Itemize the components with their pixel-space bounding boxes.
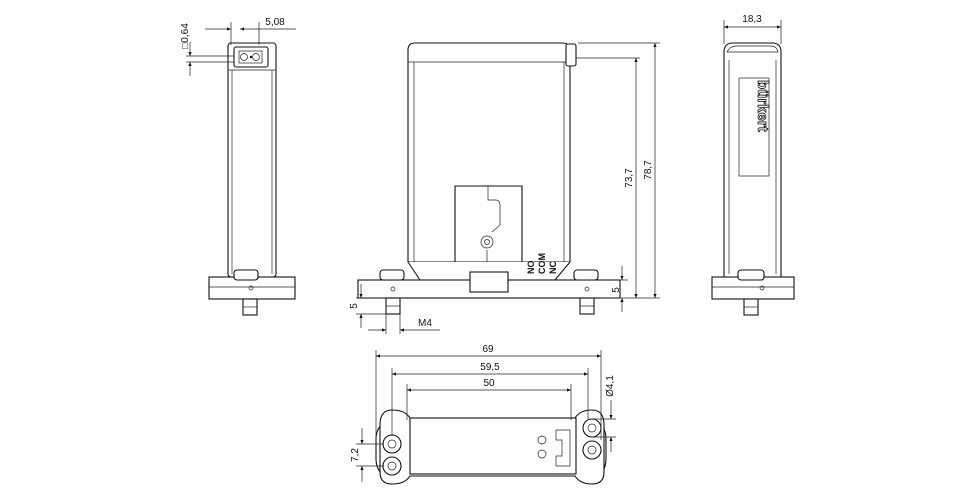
terminal-labels: NO COM NC bbox=[526, 253, 558, 274]
dim-right-width: 18,3 bbox=[742, 14, 762, 25]
dim-side-width: 5,08 bbox=[265, 17, 285, 28]
dim-thread: M4 bbox=[418, 318, 432, 329]
dim-height-body: 73,7 bbox=[624, 168, 635, 188]
brand-logo: bürkert bbox=[754, 80, 771, 132]
dim-bottom-holes-outer: 59,5 bbox=[480, 362, 500, 373]
dim-base-height-left: 5 bbox=[349, 303, 360, 309]
dim-bottom-hole-spacing: 7,2 bbox=[350, 448, 361, 462]
terminal-label-com: COM bbox=[537, 253, 547, 274]
dim-bottom-overall: 69 bbox=[482, 344, 494, 355]
side-view-right: bürkert bbox=[711, 42, 795, 316]
side-view-left bbox=[208, 42, 296, 316]
bottom-view bbox=[375, 409, 607, 485]
terminal-label-nc: NC bbox=[548, 261, 558, 274]
dim-bottom-holes-inner: 50 bbox=[483, 378, 495, 389]
dim-bottom-hole-dia: Ø4,1 bbox=[605, 375, 616, 397]
terminal-label-no: NO bbox=[526, 261, 536, 275]
front-view bbox=[357, 42, 621, 315]
dim-side-square: □0,64 bbox=[180, 23, 191, 49]
dim-height-total: 78,7 bbox=[643, 160, 654, 180]
dim-base-height-right: 5 bbox=[611, 287, 622, 293]
